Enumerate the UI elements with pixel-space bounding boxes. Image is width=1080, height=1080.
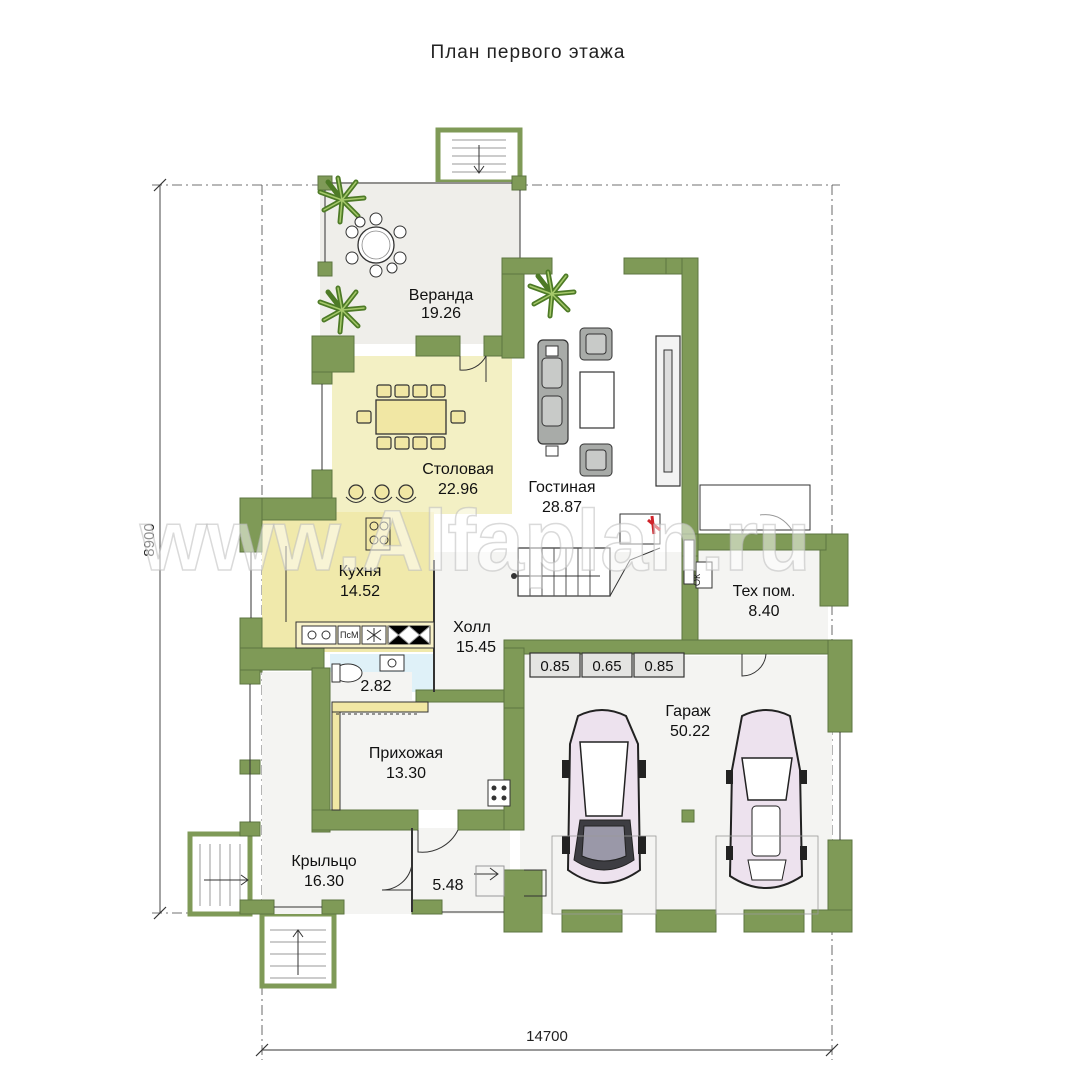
hall-area: 15.45 — [456, 639, 496, 656]
dishwasher-label: ПсМ — [340, 630, 358, 640]
veranda-name: Веранда — [409, 287, 474, 304]
walls — [239, 175, 853, 933]
closet-3-label: 0.85 — [644, 658, 673, 675]
veranda-area: 19.26 — [421, 305, 461, 322]
bathroom-area: 2.82 — [360, 678, 391, 695]
dining-area: 22.96 — [438, 481, 478, 498]
garage-car-left — [562, 709, 646, 884]
garage-column — [681, 809, 695, 823]
closet-2-label: 0.65 — [592, 658, 621, 675]
height-dimension: 8900 — [141, 523, 158, 556]
watermark: www.Alfaplan.ru — [139, 493, 811, 589]
garage-door-swing-left — [551, 835, 657, 915]
back-steps — [435, 127, 523, 185]
tech-room-name: Тех пом. — [733, 583, 796, 600]
tech-room-floor — [696, 548, 828, 644]
living-area: 28.87 — [542, 499, 582, 516]
kitchen-area: 14.52 — [340, 583, 380, 600]
vestibule-area: 5.48 — [432, 877, 463, 894]
front-steps — [259, 911, 337, 989]
tech-room-area: 8.40 — [748, 603, 779, 620]
boiler-label: ОК — [692, 573, 702, 586]
dining-name: Столовая — [422, 461, 494, 478]
bathroom-fixtures — [331, 654, 405, 683]
hall-name: Холл — [453, 619, 491, 636]
garage-area: 50.22 — [670, 723, 710, 740]
closet-1-label: 0.85 — [540, 658, 569, 675]
porch-name: Крыльцо — [291, 853, 356, 870]
entry-area: 13.30 — [386, 765, 426, 782]
kitchen-name: Кухня — [339, 563, 382, 580]
width-dimension: 14700 — [526, 1028, 568, 1045]
closets — [529, 652, 685, 678]
veranda-furniture — [320, 178, 407, 332]
kitchen-fixtures: ПсМ — [285, 517, 435, 649]
garage-side-door — [524, 869, 547, 897]
entry-name: Прихожая — [369, 745, 443, 762]
garage-name: Гараж — [665, 703, 710, 720]
dining-furniture — [345, 355, 487, 503]
tech-room-fixtures: ОК — [683, 539, 767, 677]
living-furniture — [511, 272, 681, 597]
living-name: Гостиная — [528, 479, 595, 496]
garage-door-swing-right — [715, 835, 819, 915]
porch-area: 16.30 — [304, 873, 344, 890]
garage-car-right — [726, 709, 807, 889]
entry-fixtures — [331, 701, 511, 897]
tech-room-annex — [699, 484, 811, 531]
plan-title: План первого этажа — [431, 42, 626, 63]
